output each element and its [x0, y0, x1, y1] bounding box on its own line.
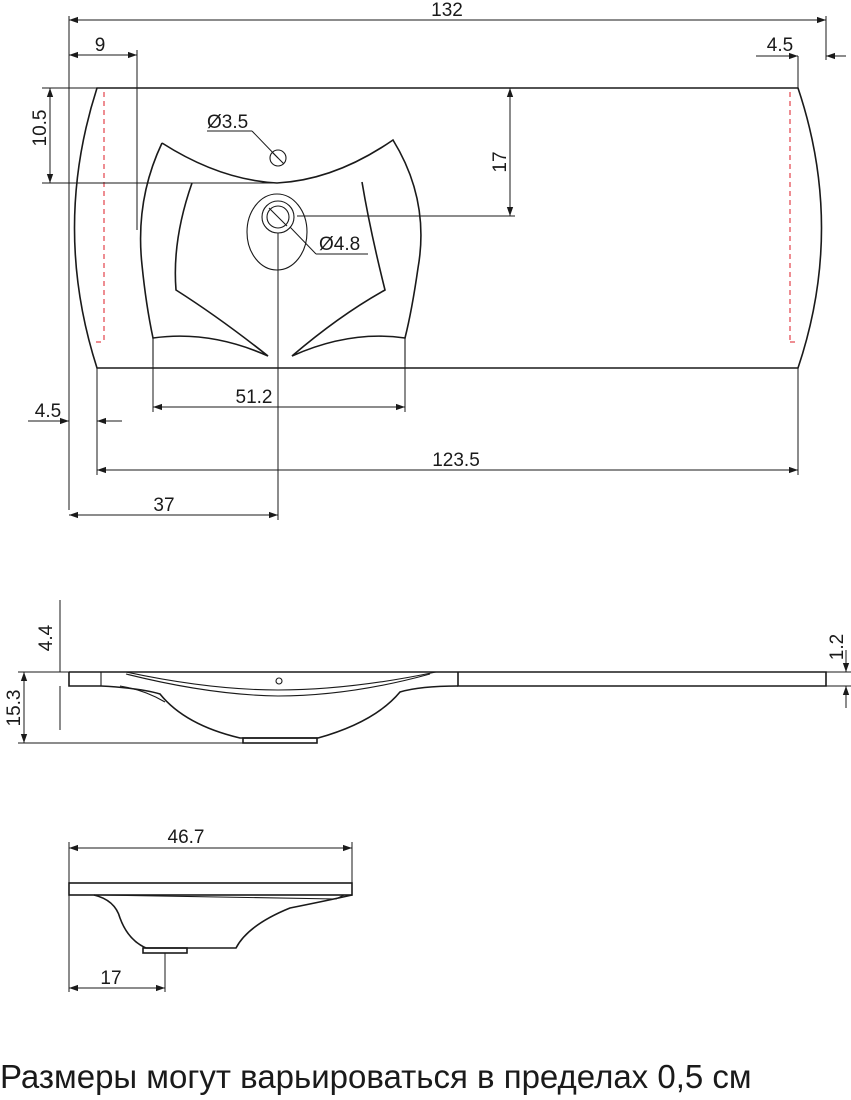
front-bowl-rim [125, 671, 437, 691]
front-bowl-body [100, 685, 459, 739]
front-slab [69, 671, 827, 687]
dim-left-overhang: 4.5 [35, 401, 61, 422]
front-view-dimensions: 4.4 15.3 1.2 [4, 600, 851, 744]
drain-hole [261, 200, 295, 234]
front-view [68, 671, 827, 744]
dim-drain-position: 37 [153, 495, 174, 516]
tolerance-note: Размеры могут варьироваться в пределах 0… [0, 1058, 752, 1095]
profile-bowl-body [93, 894, 353, 949]
dim-edge-thickness: 1.2 [827, 634, 848, 660]
bowl-outline [139, 138, 422, 357]
profile-slab [68, 882, 353, 896]
dim-right-overhang: 4.5 [767, 35, 793, 56]
front-overflow-hole [275, 677, 283, 685]
profile-drain-foot [142, 947, 188, 954]
drain-recess [246, 193, 308, 271]
dim-side-total-height: 15.3 [4, 690, 25, 727]
dim-bowl-width: 51.2 [236, 387, 273, 408]
profile-view-dimensions: 46.7 17 [68, 827, 353, 992]
dim-drain-hole: Ø4.8 [319, 234, 360, 255]
front-drain-foot [242, 737, 318, 744]
dim-left-offset: 9 [95, 35, 106, 56]
dim-inner-length: 123.5 [432, 450, 480, 471]
profile-view [68, 882, 353, 954]
dim-overall-length: 132 [431, 0, 463, 21]
dim-overflow-hole: Ø3.5 [207, 112, 248, 133]
top-view [73, 87, 823, 369]
dim-profile-depth: 46.7 [168, 827, 205, 848]
dim-side-top-height: 4.4 [36, 624, 57, 651]
top-view-dimensions: 132 9 4.5 10.5 Ø3.5 17 Ø4.8 51.2 [28, 0, 846, 520]
dim-profile-drain-offset: 17 [100, 968, 121, 989]
dim-bowl-depth-offset: 17 [490, 151, 511, 172]
countertop-outline [73, 87, 823, 369]
dim-depth-to-bowl: 10.5 [30, 110, 51, 147]
